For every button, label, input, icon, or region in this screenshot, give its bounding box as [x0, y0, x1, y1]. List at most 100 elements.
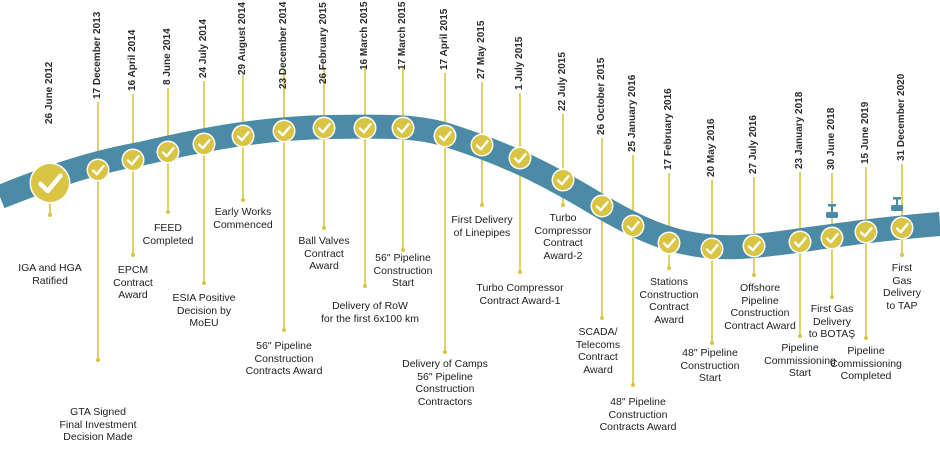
stem-end-dot [561, 203, 565, 207]
milestone-date: 22 July 2015 [557, 52, 568, 111]
milestone-node[interactable] [121, 148, 145, 172]
milestone-date: 27 July 2016 [748, 115, 759, 174]
milestone-node[interactable] [551, 168, 575, 192]
node-circle [892, 218, 912, 238]
node-circle [314, 118, 334, 138]
stem-end-dot [282, 328, 286, 332]
milestone-label: Early Works Commenced [213, 206, 273, 231]
milestone-label: GTA Signed Final Investment Decision Mad… [59, 406, 137, 443]
nodes-layer [29, 116, 914, 261]
milestone-node[interactable] [156, 140, 180, 164]
node-circle [472, 135, 492, 155]
milestone-label: Pipeline Commissioning Completed [830, 345, 902, 382]
checkmark-icon [197, 139, 211, 150]
milestone-date: 23 December 2014 [278, 1, 289, 89]
checkmark-icon [38, 173, 63, 194]
milestone-label: EPCM Contract Award [113, 264, 153, 301]
checkmark-icon [556, 175, 570, 186]
milestone-node[interactable] [353, 116, 377, 140]
stem-end-dot [241, 198, 245, 202]
milestone-date: 29 August 2014 [237, 2, 248, 75]
milestone-node[interactable] [433, 124, 457, 148]
milestone-node[interactable] [192, 132, 216, 156]
milestone-node[interactable] [470, 133, 494, 157]
checkmark-icon [161, 147, 175, 158]
stem-end-dot [518, 270, 522, 274]
node-circle [702, 239, 722, 259]
milestone-node[interactable] [788, 230, 812, 254]
milestone-date: 17 April 2015 [439, 8, 450, 70]
stem-end-dot [166, 210, 170, 214]
milestone-date: 24 July 2014 [198, 19, 209, 78]
valve-icon [891, 197, 903, 211]
milestone-date: 23 January 2018 [794, 91, 805, 169]
checkmark-icon [277, 126, 291, 137]
checkmark-icon [793, 237, 807, 248]
valve-icon [826, 204, 838, 218]
checkmark-icon [705, 244, 719, 255]
checkmark-icon [595, 201, 609, 212]
milestone-date: 30 June 2018 [826, 107, 837, 170]
milestone-label: First Gas Delivery to BOTAŞ [808, 303, 856, 340]
milestone-node[interactable] [890, 216, 914, 240]
milestone-label: ESIA Positive Decision by MoEU [172, 292, 236, 329]
checkmark-icon [626, 221, 640, 232]
checkmark-icon [317, 123, 331, 134]
node-circle [31, 164, 69, 202]
node-circle [355, 118, 375, 138]
node-circle [856, 222, 876, 242]
checkmark-icon [747, 241, 761, 252]
milestone-node[interactable] [508, 146, 532, 170]
node-circle [123, 150, 143, 170]
node-circle [659, 233, 679, 253]
milestone-date: 17 December 2013 [92, 11, 103, 99]
node-circle [592, 196, 612, 216]
milestone-node[interactable] [700, 237, 724, 261]
stem-end-dot [631, 383, 635, 387]
milestone-date: 20 May 2016 [706, 118, 717, 177]
milestone-label: SCADA/ Telecoms Contract Award [575, 326, 621, 376]
milestone-node[interactable] [29, 162, 71, 204]
milestone-node[interactable] [590, 194, 614, 218]
milestone-node[interactable] [621, 214, 645, 238]
checkmark-icon [475, 140, 489, 151]
milestone-node[interactable] [86, 158, 110, 182]
milestone-label: Stations Construction Contract Award [639, 276, 699, 326]
milestone-date: 15 June 2019 [860, 101, 871, 164]
milestone-node[interactable] [312, 116, 336, 140]
checkmark-icon [662, 238, 676, 249]
stem-end-dot [480, 203, 484, 207]
valves-layer [826, 197, 903, 218]
milestone-label: First Delivery of Linepipes [451, 214, 513, 239]
node-circle [822, 228, 842, 248]
milestone-date: 26 October 2015 [596, 57, 607, 135]
stem-end-dot [798, 334, 802, 338]
checkmark-icon [513, 153, 527, 164]
checkmark-icon [438, 131, 452, 142]
milestone-date: 17 March 2015 [397, 1, 408, 70]
milestone-node[interactable] [657, 231, 681, 255]
milestone-node[interactable] [854, 220, 878, 244]
milestone-node[interactable] [272, 119, 296, 143]
milestone-label: FEED Completed [142, 222, 194, 247]
stem-end-dot [363, 284, 367, 288]
node-circle [88, 160, 108, 180]
node-circle [393, 118, 413, 138]
node-circle [274, 121, 294, 141]
node-circle [435, 126, 455, 146]
milestone-label: Pipeline Commissioning Start [764, 342, 836, 379]
milestone-node[interactable] [820, 226, 844, 250]
milestone-label: Offshore Pipeline Construction Contract … [724, 282, 796, 332]
stem-end-dot [830, 295, 834, 299]
milestone-node[interactable] [391, 116, 415, 140]
milestone-date: 27 May 2015 [476, 20, 487, 79]
stem-end-dot [96, 358, 100, 362]
checkmark-icon [91, 165, 105, 176]
stem-end-dot [710, 341, 714, 345]
milestone-node[interactable] [742, 234, 766, 258]
stem-end-dot [443, 350, 447, 354]
milestone-node[interactable] [231, 124, 255, 148]
milestone-label: 48" Pipeline Construction Contracts Awar… [599, 396, 677, 433]
